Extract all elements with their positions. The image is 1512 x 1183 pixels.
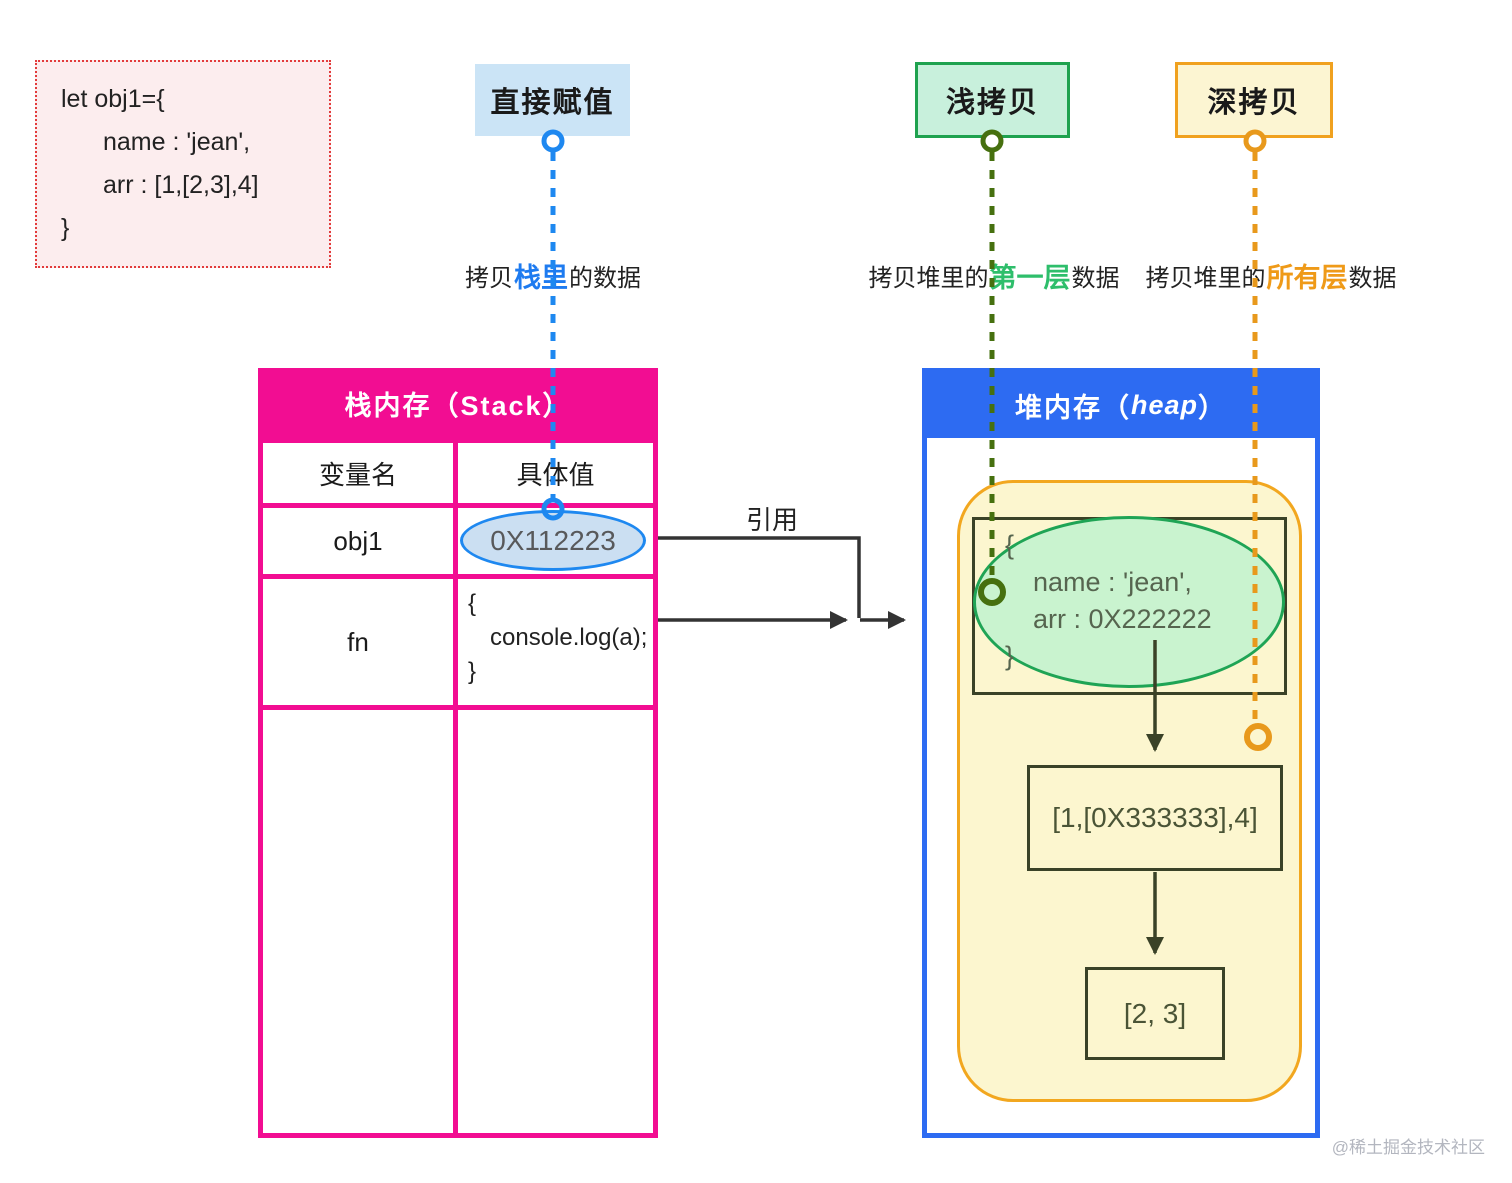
object-open-brace: { <box>1005 530 1015 560</box>
heap-array-box: [1,[0X333333],4] <box>1027 765 1283 871</box>
stack-row-fn-value-cell: { console.log(a); } <box>458 579 653 705</box>
caption-highlight: 第一层 <box>989 262 1071 293</box>
direct-assignment-label: 直接赋值 <box>475 64 630 136</box>
fn-value-code: { console.log(a); } <box>458 579 653 689</box>
code-snippet-box: let obj1={ name : 'jean', arr : [1,[2,3]… <box>35 60 331 268</box>
caption-suffix: 数据 <box>1071 264 1120 292</box>
stack-memory-table: 栈内存（Stack） 变量名 具体值 obj1 fn { console.log… <box>258 368 658 1138</box>
heap-title: 堆内存（heap） <box>926 372 1316 438</box>
stack-empty-cell <box>458 710 653 1133</box>
heap-nested-array-box: [2, 3] <box>1085 967 1225 1060</box>
fn-code-line: { <box>468 590 477 617</box>
shallow-copy-caption: 拷贝堆里的第一层数据 <box>858 258 1130 293</box>
caption-highlight: 所有层 <box>1266 262 1348 293</box>
stack-row-obj1-name: obj1 <box>263 508 453 574</box>
heap-object-text: { name : 'jean', arr : 0X222222 } <box>1005 527 1212 675</box>
heap-title-prefix: 堆内存（ <box>1014 392 1131 423</box>
code-line: name : 'jean', <box>103 128 251 156</box>
caption-prefix: 拷贝 <box>465 264 513 292</box>
caption-highlight: 栈里 <box>514 262 568 293</box>
object-name-line: name : 'jean', <box>1033 567 1192 597</box>
fn-code-line: } <box>468 658 477 685</box>
direct-assignment-caption: 拷贝栈里的数据 <box>440 258 666 293</box>
deep-copy-caption: 拷贝堆里的所有层数据 <box>1133 258 1409 293</box>
watermark-text: @稀土掘金技术社区 <box>1331 1138 1485 1157</box>
stack-empty-cell <box>263 710 453 1133</box>
heap-title-italic: heap <box>1130 389 1199 420</box>
object-close-brace: } <box>1005 641 1015 671</box>
fn-code-line: console.log(a); <box>490 624 648 651</box>
heap-title-suffix: ） <box>1198 392 1228 423</box>
shallow-copy-label: 浅拷贝 <box>915 62 1070 138</box>
stack-row-fn-name: fn <box>263 579 453 705</box>
stack-table-title: 栈内存（Stack） <box>344 390 572 421</box>
column-header-variable-name: 变量名 <box>263 443 453 503</box>
deep-copy-label: 深拷贝 <box>1175 62 1333 138</box>
code-line: arr : [1,[2,3],4] <box>103 171 259 199</box>
caption-prefix: 拷贝堆里的 <box>868 264 989 292</box>
column-header-value: 具体值 <box>458 443 653 503</box>
code-line: } <box>61 214 70 242</box>
caption-prefix: 拷贝堆里的 <box>1145 264 1266 292</box>
object-arr-line: arr : 0X222222 <box>1033 604 1212 634</box>
caption-suffix: 数据 <box>1348 264 1397 292</box>
caption-suffix: 的数据 <box>569 264 641 292</box>
obj1-address-ellipse: 0X112223 <box>460 510 646 571</box>
heap-object-ellipse <box>973 516 1285 688</box>
reference-line-top <box>658 536 861 618</box>
code-line: let obj1={ <box>61 85 165 113</box>
reference-label: 引用 <box>745 505 798 535</box>
